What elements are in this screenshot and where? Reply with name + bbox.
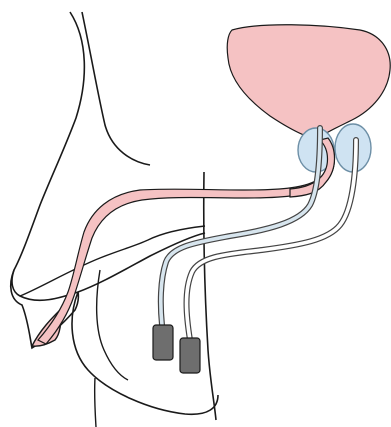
electrode-right xyxy=(180,338,200,373)
bladder xyxy=(227,25,390,140)
perineum-line xyxy=(204,172,216,420)
thigh-outline xyxy=(82,12,150,165)
electrode-left xyxy=(153,325,173,360)
body-outline xyxy=(12,12,205,300)
leg-line-left xyxy=(95,378,96,427)
penis-contour xyxy=(20,226,205,296)
scrotal-fold xyxy=(97,270,128,380)
